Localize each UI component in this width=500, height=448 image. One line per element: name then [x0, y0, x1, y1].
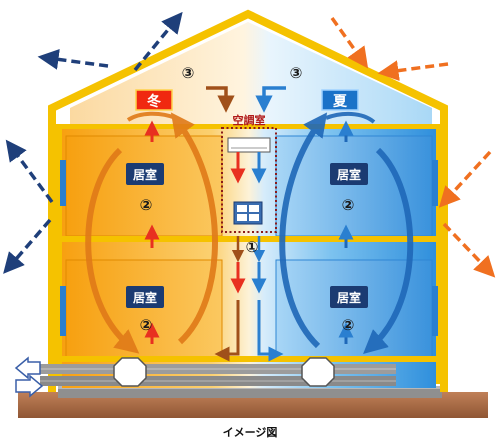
attic-return-paths — [206, 86, 286, 113]
room-label-boxes — [126, 163, 368, 308]
warm-circulation — [85, 111, 218, 354]
room-marker-lower-left: ② — [140, 316, 153, 334]
winter-tag — [135, 89, 173, 111]
heat-exchanger-icon — [113, 357, 335, 387]
cool-circulation — [279, 111, 414, 354]
ac-room-label: 空調室 — [233, 113, 266, 127]
summer-tag — [321, 89, 359, 111]
room-label-lower-left: 居室 — [133, 290, 157, 305]
summer-airflow-arrows — [330, 16, 496, 278]
winter-airflow-arrows — [3, 11, 183, 274]
winter-label: 冬 — [147, 93, 161, 110]
caption: イメージ図 — [223, 425, 278, 439]
room-label-upper-left: 居室 — [133, 167, 157, 182]
supply-ducts — [230, 152, 267, 294]
summer-label: 夏 — [333, 93, 348, 110]
underfloor-ducts — [214, 300, 284, 362]
ventilation-pipe — [14, 356, 396, 398]
room-label-upper-right: 居室 — [337, 167, 361, 182]
room-marker-lower-right: ② — [342, 316, 355, 334]
ground — [18, 386, 488, 418]
ac-vent-icon — [233, 201, 263, 225]
attic-marker-left: ③ — [182, 64, 195, 82]
outdoor-air-arrows — [14, 356, 44, 398]
attic-marker-right: ③ — [290, 64, 303, 82]
ac-room — [221, 127, 277, 233]
room-marker-upper-right: ② — [342, 196, 355, 214]
room-marker-upper-left: ② — [140, 196, 153, 214]
room-label-lower-right: 居室 — [337, 290, 361, 305]
floor-supply-arrows — [144, 120, 354, 344]
ac-marker: ① — [246, 238, 259, 256]
